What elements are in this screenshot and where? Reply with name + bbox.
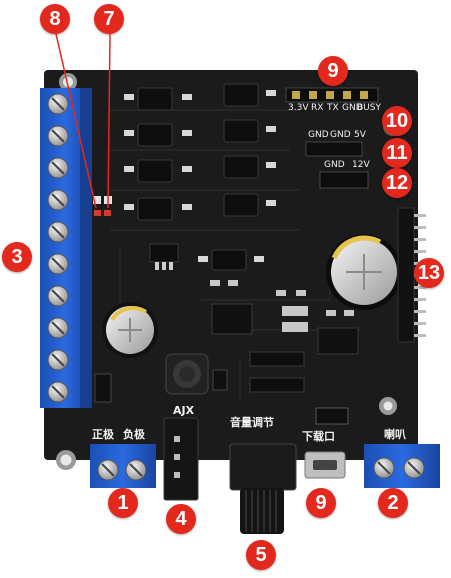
header10-5v: 5V [354, 130, 366, 140]
callout-1: 1 [108, 488, 138, 518]
callout-13: 13 [414, 258, 444, 288]
callout-9-top: 9 [318, 56, 348, 86]
label-negative: 负极 [123, 428, 145, 441]
callout-7: 7 [94, 4, 124, 34]
header11-gnd: GND [324, 160, 345, 170]
callout-8: 8 [40, 4, 70, 34]
callout-3: 3 [2, 242, 32, 272]
uart-pin-rx: RX [311, 103, 324, 113]
callout-9-bottom: 9 [306, 488, 336, 518]
label-download-port: 下载口 [302, 430, 335, 443]
callout-10: 10 [382, 106, 412, 136]
header10-gnd-b: GND [330, 130, 351, 140]
callout-12: 12 [382, 168, 412, 198]
label-positive: 正极 [92, 428, 114, 441]
callout-4: 4 [166, 504, 196, 534]
callout-5: 5 [246, 540, 276, 570]
label-speaker: 喇叭 [384, 428, 406, 441]
label-volume: 音量调节 [230, 416, 274, 429]
header10-gnd-a: GND [308, 130, 329, 140]
uart-pin-gnd: GND [342, 103, 363, 113]
uart-pin-busy: BUSY [357, 103, 381, 113]
callout-11: 11 [382, 138, 412, 168]
uart-pin-33v: 3.3V [288, 103, 309, 113]
callout-2: 2 [378, 488, 408, 518]
label-audio-jack: AJX [173, 404, 195, 417]
header11-12v: 12V [352, 160, 370, 170]
uart-pin-tx: TX [327, 103, 339, 113]
